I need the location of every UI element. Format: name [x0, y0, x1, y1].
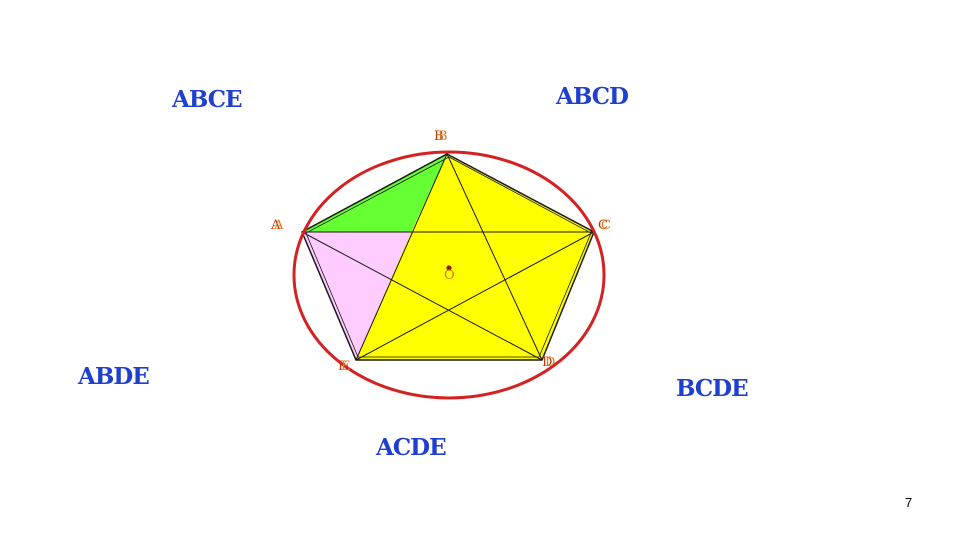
center-label: O [444, 268, 455, 283]
svg-text:A: A [273, 218, 284, 233]
svg-text:C: C [601, 218, 611, 233]
svg-text:E: E [338, 359, 348, 374]
triangle-pink [302, 232, 411, 360]
diagonal-ad [301, 231, 543, 361]
label-bcde: BCDE [676, 375, 749, 402]
vertex-label-b: B B [434, 129, 448, 144]
circumcircle [292, 150, 606, 400]
svg-text:D: D [545, 355, 555, 370]
svg-text:D: D [542, 355, 552, 370]
label-acde: ACDE [376, 434, 447, 461]
svg-text:C: C [598, 218, 608, 233]
vertex-label-c: C C [598, 218, 611, 233]
label-abde: ABDE [78, 363, 150, 390]
page-number: 7 [905, 495, 913, 510]
label-abce: ABCE [172, 86, 243, 113]
pentagon-outline-offset [305, 156, 592, 358]
svg-text:B: B [434, 129, 444, 144]
diagonals [301, 153, 595, 361]
vertex-label-e: E E [338, 359, 351, 374]
vertex-label-a: A A [270, 218, 284, 233]
vertex-label-d: D D [542, 355, 555, 370]
pentagon-outline [301, 153, 595, 361]
svg-text:B: B [438, 129, 448, 144]
center-dot [446, 265, 452, 271]
label-abcd: ABCD [556, 83, 629, 110]
diagonal-bd [446, 153, 543, 361]
diagonal-ce [355, 231, 595, 361]
svg-text:A: A [270, 218, 281, 233]
svg-text:E: E [341, 359, 351, 374]
diagonal-be [355, 153, 448, 361]
